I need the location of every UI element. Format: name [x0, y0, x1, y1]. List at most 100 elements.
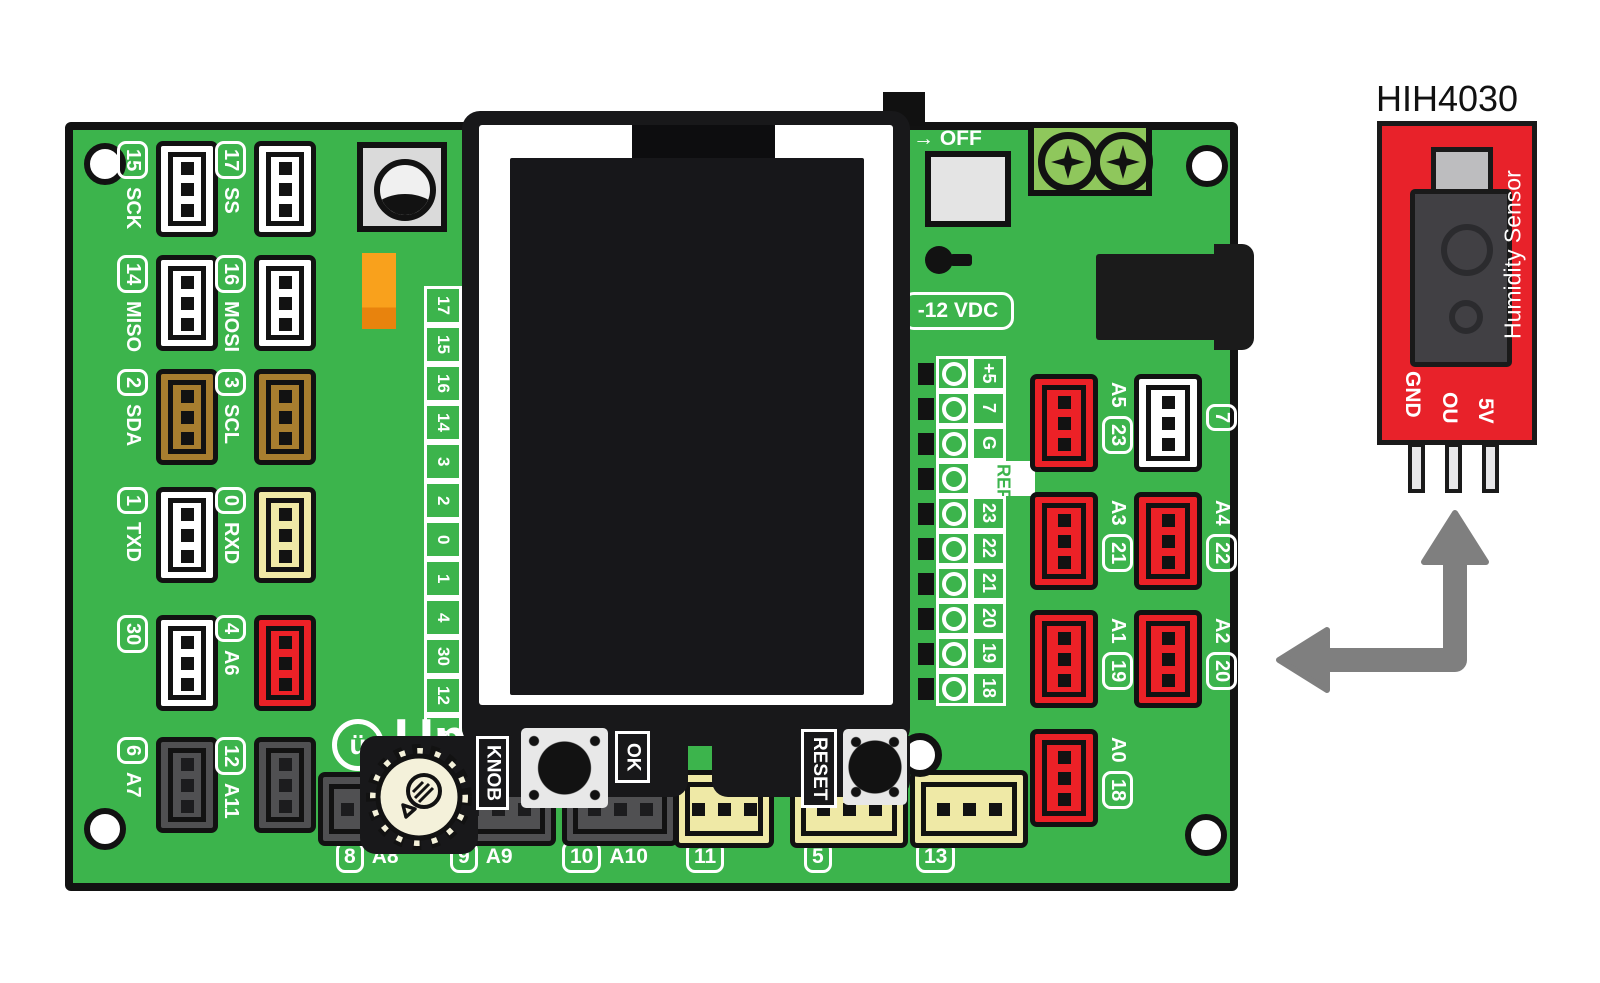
sensor-window-icon: [1441, 224, 1493, 276]
sensor-element: [1410, 189, 1512, 367]
sensor-pin-label-5v: 5V: [1474, 398, 1497, 424]
header-hole: [936, 461, 971, 496]
mounting-hole-top-right: [1186, 145, 1228, 187]
knob-label: KNOB: [476, 736, 509, 810]
reset-label: RESET: [801, 729, 837, 808]
pin-stub: [918, 398, 934, 420]
dc-power-jack: [1096, 254, 1220, 340]
header-label-23: 23: [971, 496, 1006, 531]
sensor-window-icon: [1449, 300, 1483, 334]
pin-stub: [918, 538, 934, 560]
pin-label-7: 7: [1206, 404, 1237, 432]
lcd-pin-15: 15: [424, 325, 462, 364]
header-label-ref: REF: [971, 461, 1035, 500]
pin-stub: [918, 503, 934, 525]
connector-a0: [1030, 729, 1098, 827]
pin-label-a3: A321: [1102, 500, 1133, 590]
header-hole: [936, 636, 971, 671]
power-switch: [925, 151, 1011, 227]
header-label-5v: +5: [971, 356, 1006, 391]
pin-label-a1: A119: [1102, 618, 1133, 708]
lcd-pin-16: 16: [424, 364, 462, 403]
connector-a3: [1030, 492, 1098, 590]
pin-label-a2: A220: [1206, 618, 1237, 708]
lcd-pin-17: 17: [424, 286, 462, 325]
lcd-pin-3: 3: [424, 442, 462, 481]
lcd-pin-4: 4: [424, 598, 462, 637]
lcd-pin-2: 2: [424, 481, 462, 520]
led-indicator: [362, 253, 396, 329]
header-hole: [936, 426, 971, 461]
connector-a1: [1030, 610, 1098, 708]
connector-7: [1134, 374, 1202, 472]
lcd-pin-14: 14: [424, 403, 462, 442]
pin-label-a0: A018: [1102, 737, 1133, 827]
header-label-g: G: [971, 426, 1006, 461]
connector-ss: [254, 141, 316, 237]
ok-label: OK: [615, 731, 650, 783]
pin-label-a6: 4A6: [215, 615, 246, 711]
sensor-pin: [1482, 443, 1499, 493]
connection-arrow-icon: [1276, 510, 1489, 693]
header-label-19: 19: [971, 636, 1006, 671]
pin-stub: [918, 643, 934, 665]
sensor-pin: [1445, 443, 1462, 493]
light-sensor-window-icon: [374, 159, 436, 221]
mounting-hole-bottom-left: [84, 808, 126, 850]
pin-label-ss: 17SS: [215, 141, 246, 237]
pin-label-scl: 3SCL: [215, 369, 246, 465]
light-sensor: [357, 142, 447, 232]
pin-label-miso: 14MISO: [117, 255, 148, 352]
header-hole: [936, 391, 971, 426]
lcd-screen: [510, 158, 864, 695]
sensor-title: HIH4030: [1375, 78, 1519, 119]
connector-30: [156, 615, 218, 711]
header-label-21: 21: [971, 566, 1006, 601]
header-hole: [936, 496, 971, 531]
pin-label-sda: 2SDA: [117, 369, 148, 465]
connector-rxd: [254, 487, 316, 583]
header-hole: [936, 671, 971, 706]
header-hole: [936, 601, 971, 636]
sensor-pcb: [1377, 121, 1537, 445]
connector-sda: [156, 369, 218, 465]
connector-miso: [156, 255, 218, 351]
pin-label-30: 30: [117, 615, 148, 711]
connector-txd: [156, 487, 218, 583]
header-hole: [936, 566, 971, 601]
screw-icon: [1093, 132, 1153, 192]
header-label-7: 7: [971, 391, 1006, 426]
ok-button: [521, 728, 608, 808]
header-label-22: 22: [971, 531, 1006, 566]
pin-label-a4: A422: [1206, 500, 1237, 590]
dc-power-jack-barrel: [1214, 244, 1254, 350]
pin-stub: [918, 433, 934, 455]
pin-label-sck: 15SCK: [117, 141, 148, 237]
connector-a4: [1134, 492, 1202, 590]
lcd-pin-0: 0: [424, 520, 462, 559]
pin-label-a5: A523: [1102, 382, 1133, 472]
header-label-20: 20: [971, 601, 1006, 636]
pin-stub: [918, 363, 934, 385]
screw-terminal: [1028, 122, 1153, 196]
pin-stub: [918, 468, 934, 490]
sensor-pin: [1408, 443, 1425, 493]
sensor-pin-label-gnd: GND: [1401, 371, 1424, 418]
connector-13: [910, 770, 1028, 848]
mounting-hole-bottom-right: [1185, 814, 1227, 856]
header-hole: [936, 356, 971, 391]
off-label: → OFF: [913, 127, 982, 150]
header-label-18: 18: [971, 671, 1006, 706]
connector-a5: [1030, 374, 1098, 472]
reset-button: [843, 729, 907, 805]
connector-a7: [156, 737, 218, 833]
connector-mosi: [254, 255, 316, 351]
connector-a6: [254, 615, 316, 711]
sensor-side-label: Humidity Sensor: [1499, 170, 1526, 340]
pin-stub: [918, 573, 934, 595]
pin-label-rxd: 0RXD: [215, 487, 246, 583]
lcd-pin-12: 12: [424, 676, 462, 715]
sensor-pin-label-out: OU: [1438, 392, 1461, 424]
